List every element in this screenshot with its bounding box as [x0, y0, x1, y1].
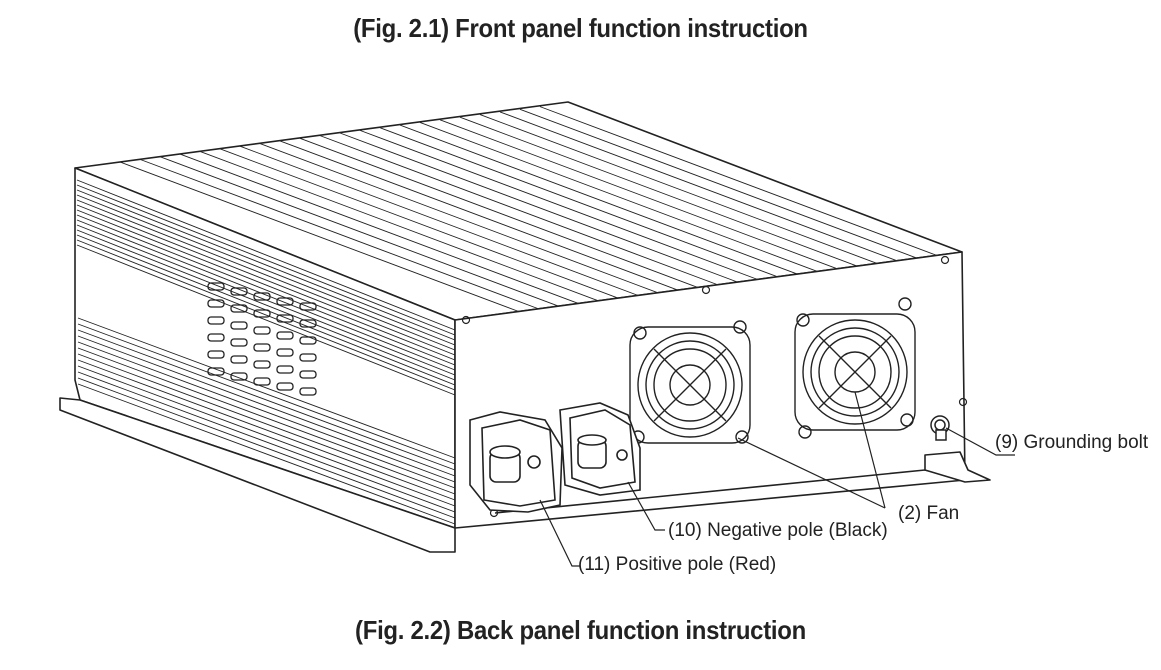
callout-fan: (2) Fan [898, 503, 960, 524]
leader-negative [627, 481, 665, 531]
screw-icon [461, 255, 968, 518]
heatsink-fins-top [119, 106, 941, 313]
leader-positive [539, 499, 580, 567]
terminal-icon [469, 402, 641, 513]
heatsink-fins-side [76, 179, 456, 525]
callout-negative-pole: (10) Negative pole (Black) [668, 520, 888, 541]
figure-title-bottom: (Fig. 2.2) Back panel function instructi… [355, 615, 806, 645]
right-flange [924, 451, 991, 483]
leader-grounding-bolt [945, 427, 1015, 456]
figure-title-top: (Fig. 2.1) Front panel function instruct… [353, 13, 808, 43]
grounding-bolt-icon [930, 415, 950, 441]
vent-slot-icon [207, 282, 317, 396]
leader-fan-1 [737, 437, 886, 509]
callout-positive-pole: (11) Positive pole (Red) [578, 554, 777, 575]
callout-grounding-bolt: (9) Grounding bolt [995, 432, 1149, 453]
leader-fan-2 [854, 391, 886, 509]
fan-icon [629, 297, 916, 444]
mounting-flange [59, 397, 456, 553]
